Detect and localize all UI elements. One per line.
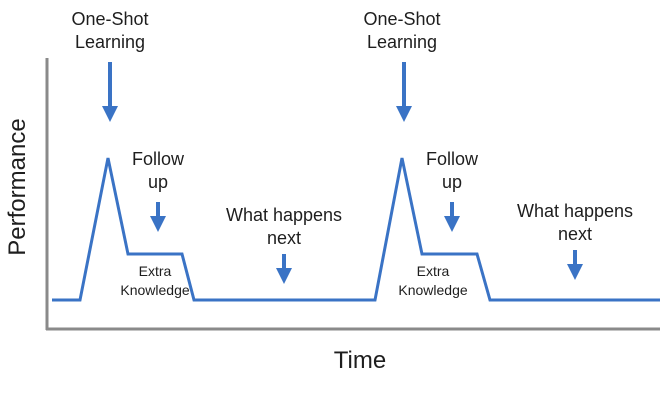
extra-knowledge-label-1: Extra Knowledge [120,263,190,298]
one-shot-learning-label-1: One-Shot Learning [71,9,149,52]
follow-up-label-2: Follow up [425,149,478,192]
y-axis-label: Performance [4,118,31,256]
performance-curve [52,157,660,302]
extra-knowledge-label-2: Extra Knowledge [398,263,468,298]
follow-up-label-1: Follow up [131,149,184,192]
one-shot-learning-label-2: One-Shot Learning [363,9,441,52]
what-happens-next-label-1: What happens next [225,205,343,248]
x-axis-label: Time [333,347,387,374]
what-happens-next-label-2: What happens next [516,201,634,244]
